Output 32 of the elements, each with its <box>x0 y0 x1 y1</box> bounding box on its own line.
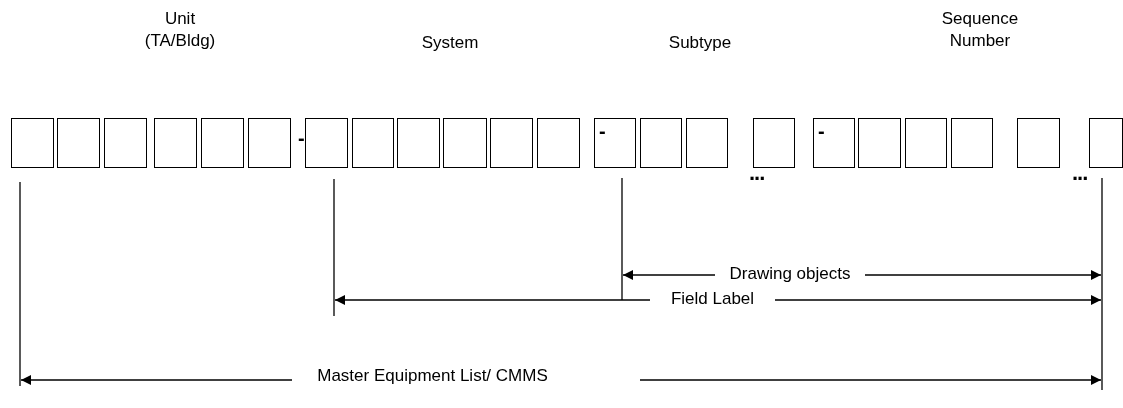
character-box <box>813 118 855 168</box>
field-heading: Unit (TA/Bldg) <box>143 8 217 52</box>
character-box <box>11 118 54 168</box>
field-heading: Sequence Number <box>940 8 1020 52</box>
dash-symbol: - <box>599 121 606 141</box>
character-box <box>305 118 348 168</box>
dash-symbol: - <box>298 128 306 148</box>
character-box <box>57 118 100 168</box>
ellipsis: ... <box>1072 162 1089 184</box>
character-box <box>443 118 487 168</box>
character-box <box>1017 118 1060 168</box>
character-box <box>397 118 440 168</box>
character-box <box>104 118 147 168</box>
character-box <box>594 118 636 168</box>
character-box <box>753 118 795 168</box>
dimension-label: Drawing objects <box>715 264 865 284</box>
field-heading: Subtype <box>667 32 733 54</box>
character-box <box>686 118 728 168</box>
character-box <box>951 118 993 168</box>
field-heading: System <box>420 32 480 54</box>
character-box <box>490 118 533 168</box>
character-box <box>537 118 580 168</box>
character-box <box>352 118 394 168</box>
character-box <box>858 118 901 168</box>
character-box <box>154 118 197 168</box>
character-box <box>905 118 947 168</box>
character-box <box>1089 118 1123 168</box>
character-box <box>201 118 244 168</box>
character-box <box>640 118 682 168</box>
dash-symbol: - <box>818 121 825 141</box>
character-box <box>248 118 291 168</box>
ellipsis: ... <box>749 162 766 184</box>
